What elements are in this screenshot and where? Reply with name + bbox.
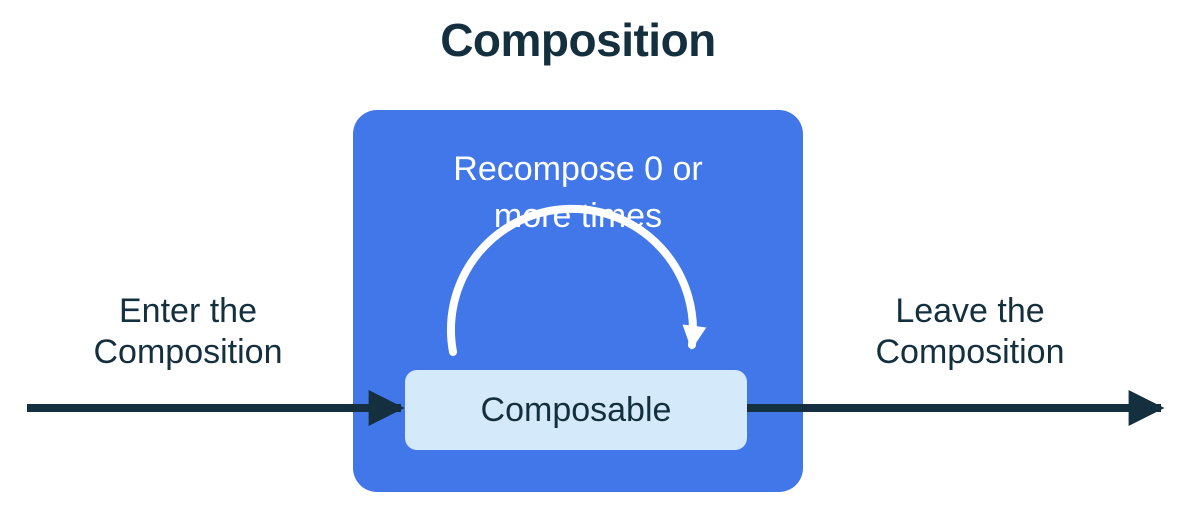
enter-composition-label: Enter the Composition	[93, 292, 283, 371]
composable-box: Composable	[405, 370, 747, 450]
leave-composition-label: Leave the Composition	[875, 292, 1065, 371]
composable-label: Composable	[480, 390, 672, 429]
diagram-title: Composition	[440, 14, 716, 66]
recompose-label: Recompose 0 or more times	[453, 150, 703, 235]
